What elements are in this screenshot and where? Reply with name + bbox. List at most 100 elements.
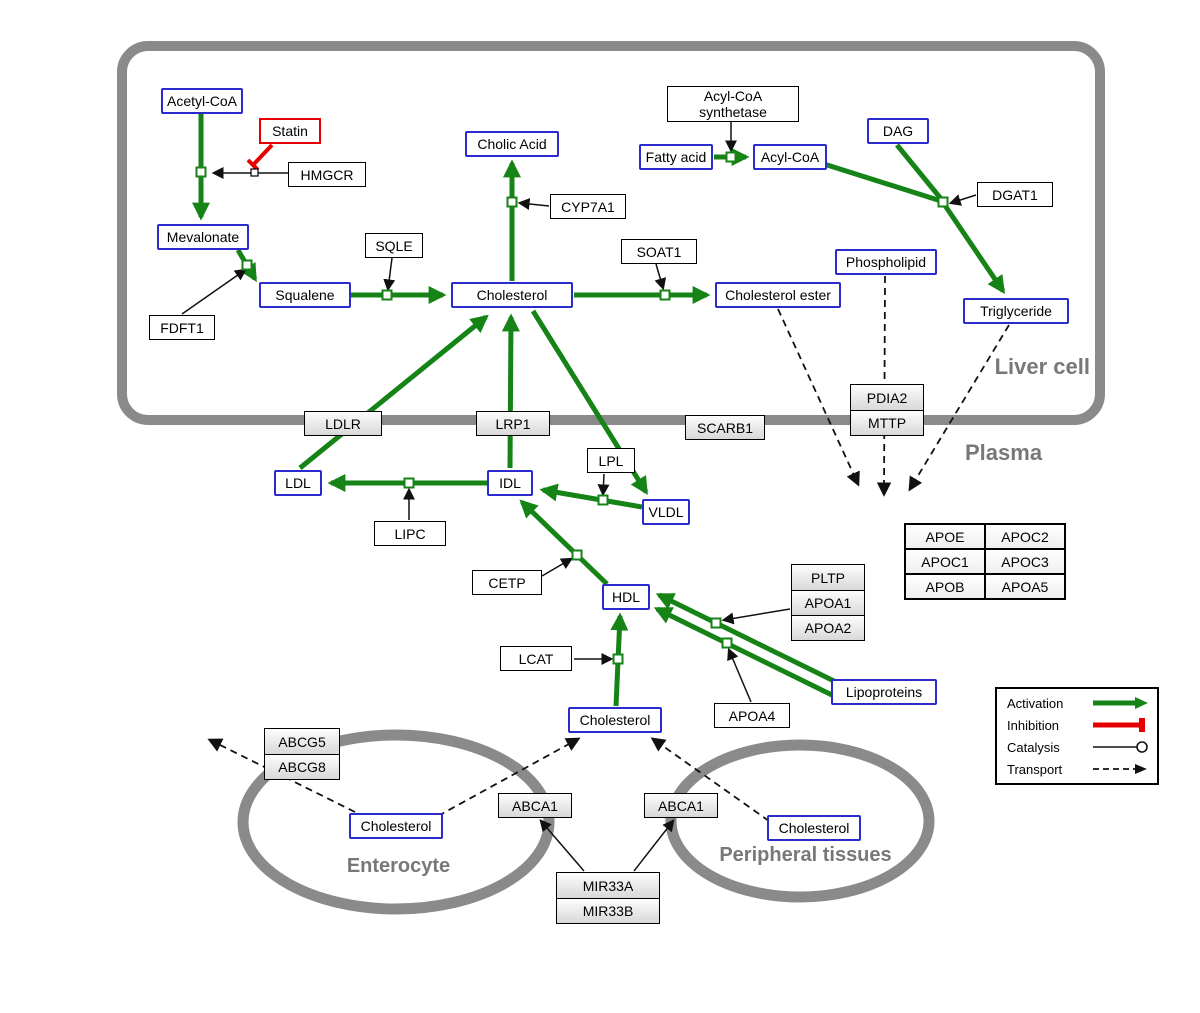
node-idl[interactable]: IDL	[487, 470, 533, 496]
node-abcg5[interactable]: ABCG5	[265, 729, 339, 754]
node-mevalonate[interactable]: Mevalonate	[157, 224, 249, 250]
edge-dgat1-junction-to-triglyceride	[941, 202, 1006, 294]
transport-dashed-arrow-icon	[1093, 764, 1147, 774]
reaction-node-fdft1	[241, 259, 253, 271]
node-cholesterol-plasma[interactable]: Cholesterol	[568, 707, 662, 733]
edge-mir33-to-abca1-right	[633, 819, 675, 872]
edge-sqle-catalysis	[383, 257, 396, 292]
node-lcat[interactable]: LCAT	[500, 646, 572, 671]
node-ldl[interactable]: LDL	[274, 470, 322, 496]
edge-acylcoa-to-dgat1-junction	[823, 161, 942, 204]
node-lpl[interactable]: LPL	[587, 448, 635, 473]
node-triglyceride[interactable]: Triglyceride	[963, 298, 1069, 324]
node-cholic-acid[interactable]: Cholic Acid	[465, 131, 559, 157]
reaction-node-lcat	[612, 653, 624, 665]
edge-mir33-to-abca1-left	[539, 819, 585, 872]
complex-mir33a-mir33b: MIR33A MIR33B	[556, 872, 660, 924]
node-mir33b[interactable]: MIR33B	[557, 898, 659, 923]
node-apoa1[interactable]: APOA1	[792, 590, 864, 615]
peripheral-tissues-label: Peripheral tissues	[719, 844, 892, 866]
edge-apoa-complex-catalysis	[721, 608, 791, 625]
statin-inhibition-tbar	[246, 158, 260, 172]
node-mttp[interactable]: MTTP	[851, 410, 923, 435]
liver-cell-compartment	[117, 41, 1105, 425]
reaction-node-apoa4	[721, 637, 733, 649]
node-phospholipid[interactable]: Phospholipid	[835, 249, 937, 275]
node-cholesterol-peripheral[interactable]: Cholesterol	[767, 815, 861, 841]
node-cholesterol-enterocyte[interactable]: Cholesterol	[349, 813, 443, 839]
complex-pltp-apoa1-apoa2: PLTP APOA1 APOA2	[791, 564, 865, 641]
node-apoc3[interactable]: APOC3	[985, 549, 1065, 574]
node-hmgcr[interactable]: HMGCR	[288, 162, 366, 187]
node-apob[interactable]: APOB	[905, 574, 985, 599]
node-ldlr[interactable]: LDLR	[304, 411, 382, 436]
node-soat1[interactable]: SOAT1	[621, 239, 697, 264]
node-hdl[interactable]: HDL	[602, 584, 650, 610]
node-squalene[interactable]: Squalene	[259, 282, 351, 308]
edge-fdft1-catalysis	[181, 268, 247, 315]
legend-inhibition-row: Inhibition	[1007, 717, 1149, 733]
plasma-label: Plasma	[965, 440, 1043, 465]
legend-catalysis-label: Catalysis	[1007, 739, 1060, 755]
transport-cholesterolester-to-plasma	[777, 308, 860, 487]
node-acetyl-coa[interactable]: Acetyl-CoA	[161, 88, 243, 114]
acyl-coa-synthetase-line1: Acyl-CoA	[703, 88, 763, 104]
edge-ldl-to-liver-cholesterol	[298, 314, 489, 470]
node-apoe[interactable]: APOE	[905, 524, 985, 549]
reaction-node-acylcoa-synthetase	[725, 151, 737, 163]
activation-arrow-icon	[1093, 697, 1148, 709]
node-statin[interactable]: Statin	[259, 118, 321, 144]
transport-triglyceride-to-plasma	[908, 324, 1010, 492]
edge-vldl-to-idl	[539, 483, 643, 510]
node-cholesterol-ester[interactable]: Cholesterol ester	[715, 282, 841, 308]
node-mir33a[interactable]: MIR33A	[557, 873, 659, 898]
node-dgat1[interactable]: DGAT1	[977, 182, 1053, 207]
reaction-node-soat1	[659, 289, 671, 301]
node-cyp7a1[interactable]: CYP7A1	[550, 194, 626, 219]
reaction-node-dgat1	[937, 196, 949, 208]
node-abca1-right[interactable]: ABCA1	[644, 793, 718, 818]
reaction-node-cetp	[571, 549, 583, 561]
node-apoa4[interactable]: APOA4	[714, 703, 790, 728]
reaction-node-lipc	[403, 477, 415, 489]
node-abcg8[interactable]: ABCG8	[265, 754, 339, 779]
complex-abcg5-abcg8: ABCG5 ABCG8	[264, 728, 340, 780]
node-scarb1[interactable]: SCARB1	[685, 415, 765, 440]
node-cetp[interactable]: CETP	[472, 570, 542, 595]
apolipoprotein-table: APOE APOC2 APOC1 APOC3 APOB APOA5	[904, 523, 1066, 600]
transport-enterocyte-cholesterol-excretion	[207, 738, 356, 813]
node-sqle[interactable]: SQLE	[365, 233, 423, 258]
node-apoa2[interactable]: APOA2	[792, 615, 864, 640]
legend: Activation Inhibition Catalysis	[995, 687, 1159, 785]
node-apoc2[interactable]: APOC2	[985, 524, 1065, 549]
node-fatty-acid[interactable]: Fatty acid	[639, 144, 713, 170]
node-lipc[interactable]: LIPC	[374, 521, 446, 546]
complex-pdia2-mttp: PDIA2 MTTP	[850, 384, 924, 436]
node-dag[interactable]: DAG	[867, 118, 929, 144]
node-fdft1[interactable]: FDFT1	[149, 315, 215, 340]
edge-hdl-to-idl	[519, 499, 609, 586]
legend-activation-label: Activation	[1007, 695, 1064, 711]
reaction-node-cyp7a1	[506, 196, 518, 208]
transport-enterocyte-cholesterol-to-plasma	[437, 737, 581, 817]
edge-lpl-catalysis	[597, 473, 610, 497]
node-pdia2[interactable]: PDIA2	[851, 385, 923, 410]
node-lrp1[interactable]: LRP1	[476, 411, 550, 436]
node-apoc1[interactable]: APOC1	[905, 549, 985, 574]
node-abca1-left[interactable]: ABCA1	[498, 793, 572, 818]
acyl-coa-synthetase-line2: synthetase	[699, 104, 767, 120]
node-lipoproteins[interactable]: Lipoproteins	[831, 679, 937, 705]
catalysis-anchor-hmgcr	[250, 168, 259, 177]
node-pltp[interactable]: PLTP	[792, 565, 864, 590]
edge-dgat1-catalysis	[948, 194, 977, 206]
node-apoa5[interactable]: APOA5	[985, 574, 1065, 599]
reaction-node-sqle	[381, 289, 393, 301]
reaction-node-apoa-complex	[710, 617, 722, 629]
node-acyl-coa-synthetase[interactable]: Acyl-CoA synthetase	[667, 86, 799, 122]
node-vldl[interactable]: VLDL	[642, 499, 690, 525]
node-acyl-coa[interactable]: Acyl-CoA	[753, 144, 827, 170]
node-cholesterol-liver[interactable]: Cholesterol	[451, 282, 573, 308]
edge-cetp-catalysis	[541, 557, 574, 577]
